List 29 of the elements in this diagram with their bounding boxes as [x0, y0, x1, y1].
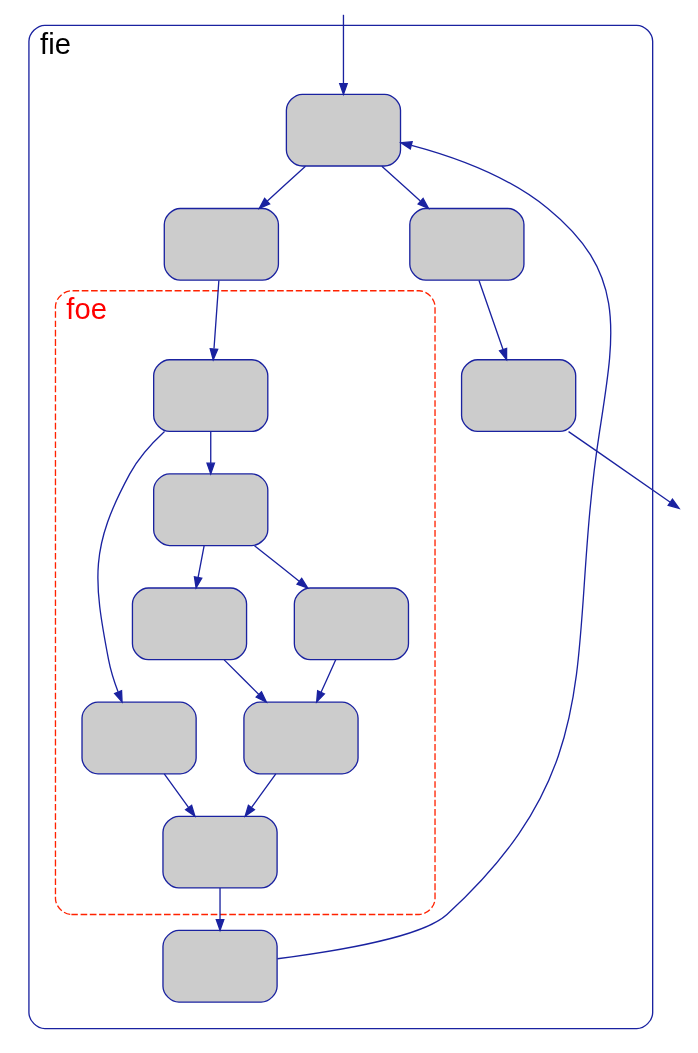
node-box: [162, 929, 278, 1003]
node-box: [162, 815, 278, 889]
node-box: [131, 587, 248, 661]
arrow: [209, 279, 220, 362]
node-box: [153, 473, 269, 547]
arrow: [163, 773, 197, 818]
arrow: [381, 165, 430, 210]
node-box: [409, 207, 525, 281]
arrow: [223, 659, 268, 704]
node-box: [460, 359, 577, 433]
arrow: [315, 659, 337, 704]
arrow: [338, 14, 349, 97]
node-box: [153, 359, 269, 433]
arrow: [215, 887, 225, 933]
arrow: [276, 140, 612, 960]
arrow: [253, 545, 310, 590]
arrow: [478, 279, 508, 362]
node-box: [293, 587, 410, 661]
arrow: [567, 430, 681, 510]
arrow: [244, 773, 277, 818]
node-box: [285, 93, 402, 167]
arrow: [206, 430, 216, 476]
node-box: [163, 207, 280, 281]
node-box: [243, 701, 359, 775]
cluster: foe: [54, 290, 436, 916]
arrow: [257, 165, 307, 210]
arrow: [97, 430, 166, 704]
node-box: [81, 701, 197, 775]
arrow: [193, 545, 205, 590]
